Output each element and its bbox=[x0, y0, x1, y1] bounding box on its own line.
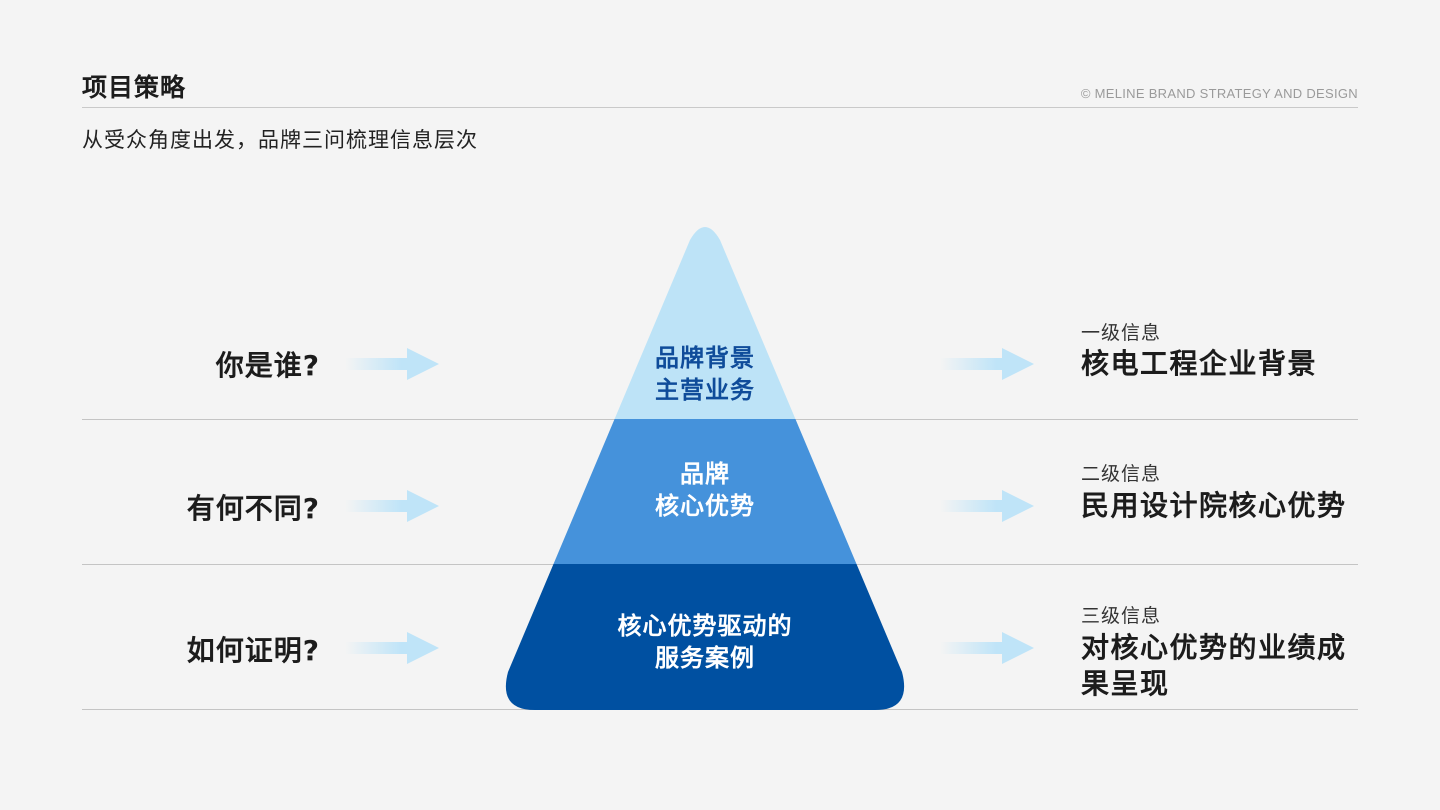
tier-top-label: 品牌背景 主营业务 bbox=[605, 342, 805, 406]
tier-bottom-line-2: 服务案例 bbox=[655, 644, 755, 672]
arrow-right-icon bbox=[940, 490, 1034, 522]
question-who: 你是谁? bbox=[215, 349, 320, 382]
tier-middle-line-2: 核心优势 bbox=[655, 492, 755, 520]
tier-top-line-1: 品牌背景 bbox=[655, 344, 755, 372]
strategy-pyramid bbox=[505, 227, 905, 710]
arrow-right-icon bbox=[345, 632, 439, 664]
level-1-label: 一级信息 bbox=[1081, 322, 1162, 344]
page-subtitle: 从受众角度出发，品牌三问梳理信息层次 bbox=[82, 128, 478, 152]
level-2-value: 民用设计院核心优势 bbox=[1081, 489, 1347, 522]
tier-middle-line-1: 品牌 bbox=[680, 460, 730, 488]
level-3-label: 三级信息 bbox=[1081, 605, 1162, 627]
arrow-right-icon bbox=[940, 348, 1034, 380]
question-difference: 有何不同? bbox=[186, 492, 320, 525]
pyramid-tier-bottom bbox=[505, 564, 905, 710]
arrow-right-icon bbox=[940, 632, 1034, 664]
copyright-text: © MELINE BRAND STRATEGY AND DESIGN bbox=[1080, 86, 1358, 101]
question-proof: 如何证明? bbox=[186, 634, 320, 667]
level-3-value: 对核心优势的业绩成果呈现 bbox=[1081, 631, 1347, 700]
tier-bottom-line-1: 核心优势驱动的 bbox=[617, 612, 793, 640]
page-title: 项目策略 bbox=[82, 73, 187, 102]
header-divider bbox=[82, 107, 1358, 108]
arrow-right-icon bbox=[345, 490, 439, 522]
arrow-right-icon bbox=[345, 348, 439, 380]
tier-bottom-label: 核心优势驱动的 服务案例 bbox=[585, 610, 825, 674]
tier-middle-label: 品牌 核心优势 bbox=[605, 458, 805, 522]
level-1-value: 核电工程企业背景 bbox=[1081, 347, 1318, 380]
tier-top-line-2: 主营业务 bbox=[655, 376, 755, 404]
level-2-label: 二级信息 bbox=[1081, 463, 1162, 485]
